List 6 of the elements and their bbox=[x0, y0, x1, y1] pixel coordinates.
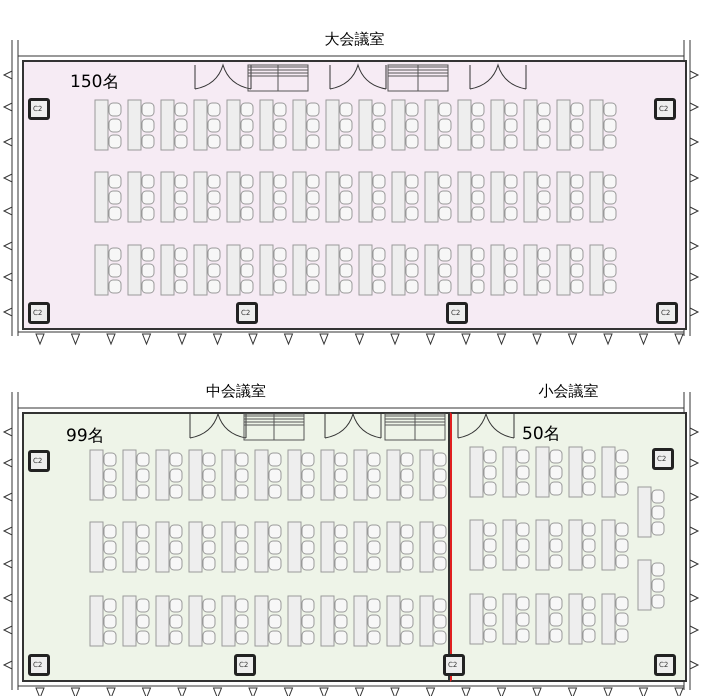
room-title: 中会議室 bbox=[206, 382, 266, 401]
capacity-label: 99名 bbox=[66, 425, 105, 447]
room-title: 大会議室 bbox=[324, 30, 384, 49]
capacity-label: 50名 bbox=[522, 423, 561, 445]
capacity-label: 150名 bbox=[70, 71, 120, 93]
room-title: 小会議室 bbox=[538, 382, 598, 401]
